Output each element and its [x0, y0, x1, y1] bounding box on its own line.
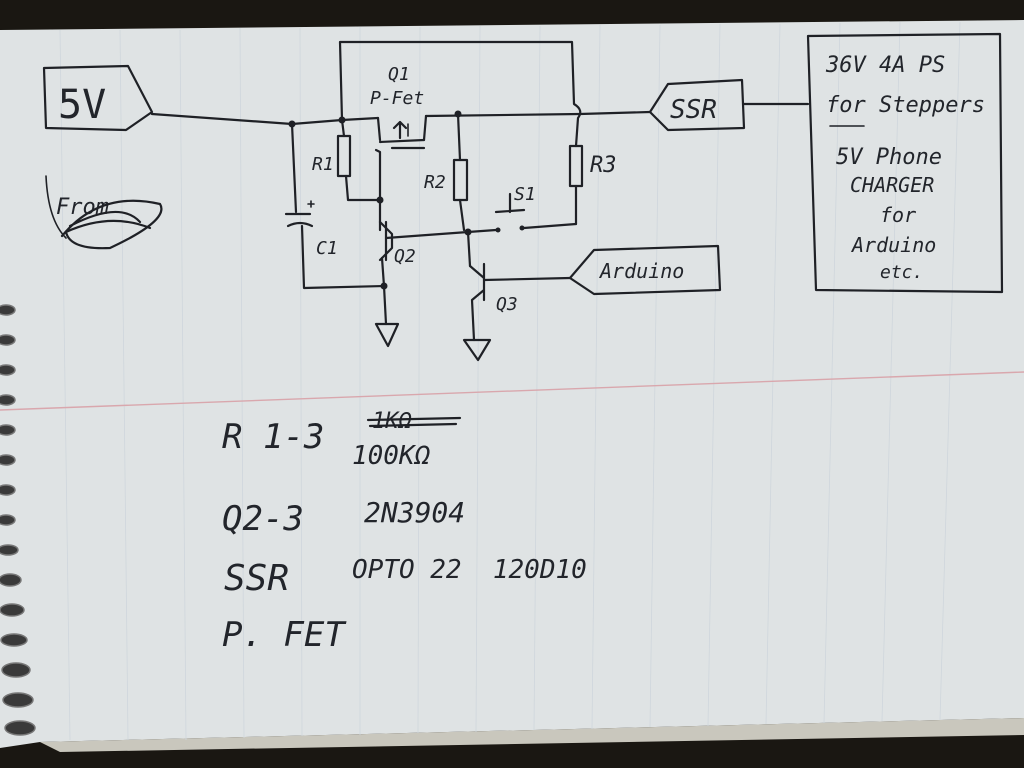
notebook-page — [0, 20, 1024, 752]
s1-label: S1 — [514, 184, 536, 205]
parts-q-label: Q2-3 — [222, 499, 304, 539]
arduino-label: Arduino — [598, 259, 684, 283]
note-line4: CHARGER — [850, 173, 934, 197]
ruled-lines — [0, 21, 1024, 741]
parts-r-struck-value: 1KΩ — [372, 409, 412, 434]
ssr-tag: SSR — [648, 78, 810, 132]
parts-r-value: 100KΩ — [352, 441, 431, 471]
c1-label: C1 — [316, 238, 338, 259]
r1-label: R1 — [312, 154, 334, 175]
c1-capacitor: C1 — [284, 122, 386, 290]
parts-r-label: R 1-3 — [222, 417, 324, 457]
spiral-binding — [0, 304, 36, 736]
r2-label: R2 — [424, 172, 446, 193]
top-loop-wire — [338, 40, 582, 148]
note-line3: 5V Phone — [836, 145, 942, 170]
scribbled-out-note: From — [45, 175, 163, 250]
ssr-label: SSR — [670, 95, 717, 125]
main-rail-wire — [150, 112, 380, 126]
parts-list: R 1-3 1KΩ 100KΩ Q2-3 2N3904 SSR OPTO 22 … — [222, 409, 587, 655]
circuit-schematic: 5V Q1 P-Fet R1 — [42, 40, 810, 362]
parts-q-value: 2N3904 — [364, 496, 465, 529]
supply-5v-tag: 5V — [42, 64, 154, 132]
parts-ssr-value: OPTO 22 120D10 — [352, 555, 587, 585]
note-line6: Arduino — [850, 233, 936, 257]
note-line1: 36V 4A PS — [825, 53, 945, 78]
q3-label: Q3 — [496, 294, 518, 315]
q1-type-label: P-Fet — [370, 88, 424, 109]
s1-switch: S1 — [466, 184, 578, 234]
ground-symbol-q3 — [462, 338, 492, 362]
r3-resistor: R3 — [568, 144, 617, 226]
supply-5v-label: 5V — [58, 82, 106, 128]
note-line5: for — [880, 203, 916, 227]
q2-label: Q2 — [394, 246, 416, 267]
r2-resistor: R2 — [424, 112, 469, 232]
r3-label: R3 — [590, 153, 617, 178]
r1-resistor: R1 — [312, 118, 382, 202]
parts-fet-label: P. FET — [222, 615, 347, 655]
strikethrough-mark — [366, 416, 462, 428]
junction-dot — [376, 196, 384, 204]
parts-ssr-label: SSR — [224, 558, 289, 599]
note-line7: etc. — [880, 262, 923, 283]
arduino-tag: Arduino — [568, 244, 722, 296]
q2-transistor: Q2 — [378, 220, 470, 288]
q3-transistor: Q3 — [466, 230, 572, 342]
power-supply-note-box: 36V 4A PS for Steppers 5V Phone CHARGER … — [806, 32, 1004, 294]
q1-pfet-symbol: Q1 P-Fet — [370, 64, 428, 150]
ground-symbol-q2 — [374, 284, 400, 348]
q1-label: Q1 — [388, 64, 410, 85]
note-line2: for Steppers — [826, 93, 985, 118]
gate-wire — [374, 148, 382, 232]
